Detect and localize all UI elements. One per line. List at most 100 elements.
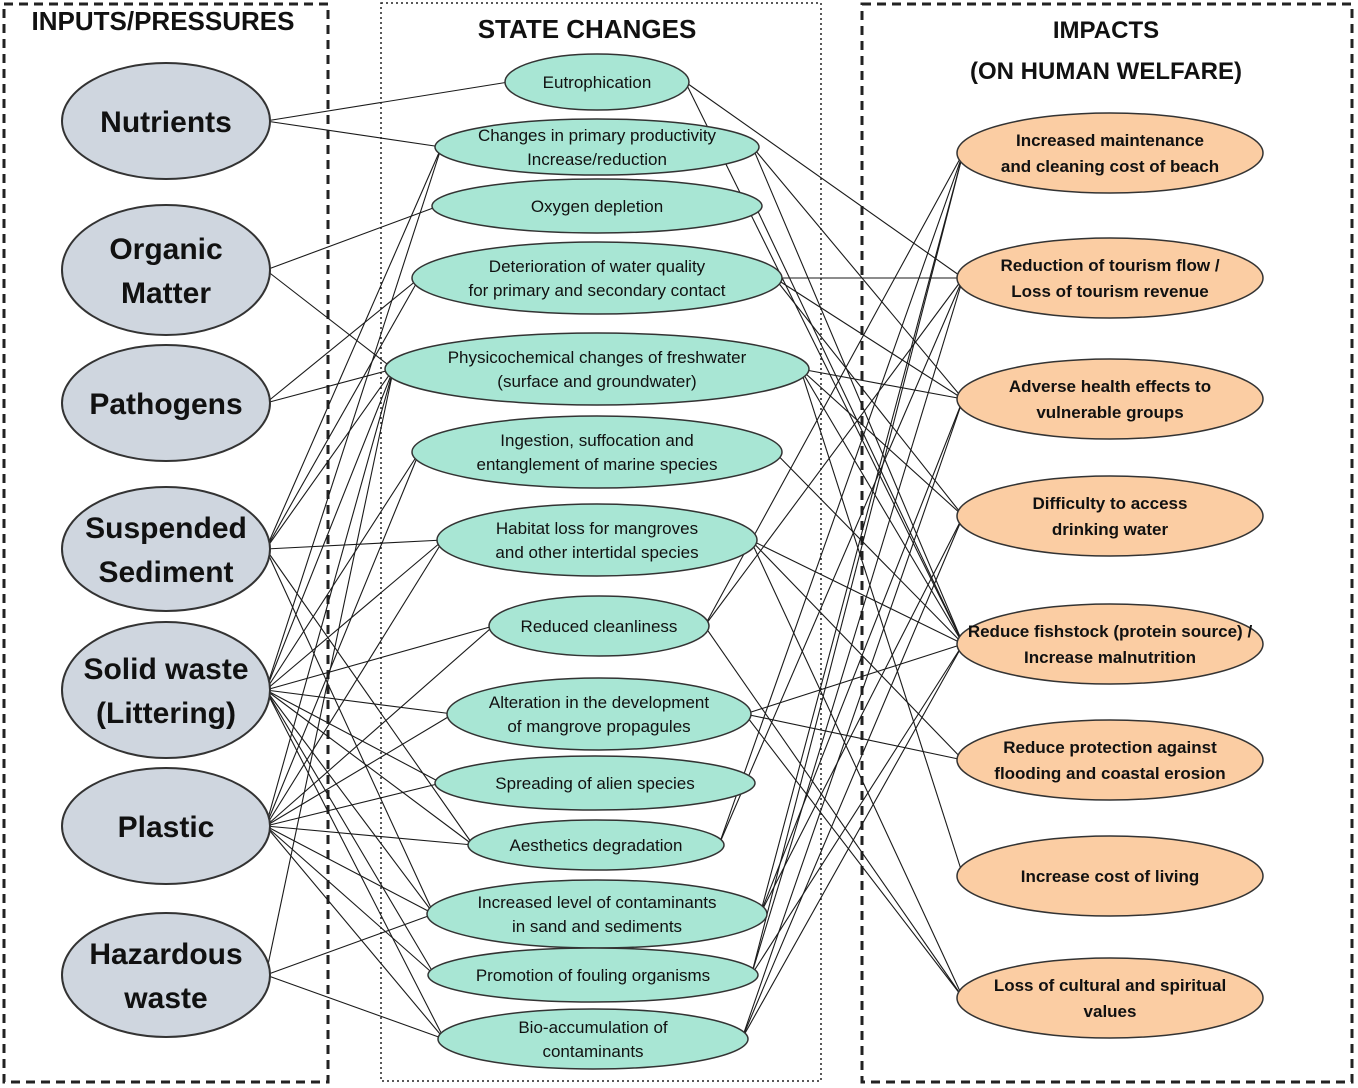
state-node-alien: Spreading of alien species xyxy=(434,755,756,811)
state-ellipse xyxy=(436,503,758,577)
state-node-primprod: Changes in primary productivityIncrease/… xyxy=(434,118,760,176)
state-label: Oxygen depletion xyxy=(531,197,663,216)
link-solid-to-bioacc xyxy=(265,689,445,1040)
impact-label: Increased maintenance xyxy=(1016,131,1204,150)
link-contam-to-health xyxy=(759,398,964,915)
link-plastic-to-propag xyxy=(265,713,454,827)
link-plastic-to-habitat xyxy=(265,539,444,827)
link-hazardous-to-bioacc xyxy=(265,974,445,1040)
link-plastic-to-fouling xyxy=(265,825,435,976)
impact-label: Loss of tourism revenue xyxy=(1011,282,1208,301)
impact-node-tourism: Reduction of tourism flow /Loss of touri… xyxy=(956,237,1264,319)
impacts-column-title: IMPACTS xyxy=(1053,17,1159,44)
link-solid-to-propag xyxy=(265,689,454,715)
state-label: Physicochemical changes of freshwater xyxy=(448,348,747,367)
impact-label: Reduce fishstock (protein source) / xyxy=(968,622,1253,641)
link-primprod-to-health xyxy=(752,146,964,400)
link-sediment-to-waterq xyxy=(265,277,420,550)
input-label: Matter xyxy=(121,277,211,310)
state-label: Reduced cleanliness xyxy=(521,617,678,636)
states-panel-frame xyxy=(380,2,822,1082)
link-nutrients-to-eutro xyxy=(265,81,509,122)
link-propag-to-fish xyxy=(744,643,964,715)
state-node-eutro: Eutrophication xyxy=(504,53,690,111)
state-ellipse xyxy=(446,677,752,751)
link-physchem-to-drink xyxy=(800,368,964,517)
link-propag-to-flood xyxy=(744,713,964,761)
link-fouling-to-tourism xyxy=(750,277,964,976)
state-label: Aesthetics degradation xyxy=(510,836,683,855)
input-ellipse xyxy=(61,204,271,336)
link-sediment-to-physchem xyxy=(265,368,394,550)
link-waterq-to-health xyxy=(774,277,964,400)
link-plastic-to-ingest xyxy=(265,451,420,827)
state-label: and other intertidal species xyxy=(495,543,698,562)
state-label: Changes in primary productivity xyxy=(478,126,717,145)
impact-node-cost: Increase cost of living xyxy=(956,835,1264,917)
input-label: Pathogens xyxy=(89,388,242,421)
impact-label: values xyxy=(1084,1002,1137,1021)
input-label: (Littering) xyxy=(96,697,236,730)
link-sediment-to-habitat xyxy=(265,539,444,550)
link-physchem-to-fish xyxy=(800,368,964,645)
impact-label: Increase malnutrition xyxy=(1024,648,1196,667)
impact-ellipse xyxy=(956,603,1264,685)
link-organic-to-oxygen xyxy=(265,205,439,271)
input-label: Hazardous xyxy=(89,938,242,971)
link-solid-to-physchem xyxy=(265,368,394,691)
impact-label: Increase cost of living xyxy=(1021,867,1200,886)
link-solid-to-alien xyxy=(265,689,442,784)
impacts-column-subtitle: (ON HUMAN WELFARE) xyxy=(970,58,1242,85)
state-node-physchem: Physicochemical changes of freshwater(su… xyxy=(384,332,810,406)
input-node-solid: Solid waste(Littering) xyxy=(61,621,271,759)
state-label: Promotion of fouling organisms xyxy=(476,966,710,985)
state-node-oxygen: Oxygen depletion xyxy=(431,178,763,234)
input-ellipse xyxy=(61,621,271,759)
link-physchem-to-cost xyxy=(799,368,964,877)
state-ellipse xyxy=(426,879,768,949)
link-nutrients-to-primprod xyxy=(265,120,442,148)
state-label: Habitat loss for mangroves xyxy=(496,519,698,538)
state-ellipse xyxy=(434,755,756,811)
state-ellipse xyxy=(504,53,690,111)
link-solid-to-contam xyxy=(265,689,435,915)
state-label: Increase/reduction xyxy=(527,150,667,169)
link-clean-to-culture xyxy=(704,625,964,999)
state-label: Alteration in the development xyxy=(489,693,709,712)
input-ellipse xyxy=(61,767,271,885)
state-node-aesth: Aesthetics degradation xyxy=(467,819,725,871)
link-clean-to-tourism xyxy=(704,277,964,627)
inputs-layer: NutrientsOrganicMatterPathogensSuspended… xyxy=(61,62,271,1038)
link-plastic-to-aesth xyxy=(265,825,474,846)
impact-label: Adverse health effects to xyxy=(1009,377,1211,396)
state-label: of mangrove propagules xyxy=(507,717,690,736)
input-ellipse xyxy=(61,62,271,180)
impact-ellipse xyxy=(956,112,1264,194)
link-sediment-to-aesth xyxy=(265,548,474,846)
link-sediment-to-contam xyxy=(265,548,435,915)
input-label: Suspended xyxy=(85,512,247,545)
link-hazardous-to-physchem xyxy=(265,368,395,976)
impact-label: drinking water xyxy=(1052,520,1169,539)
input-label: Organic xyxy=(109,233,222,266)
impact-label: Reduce protection against xyxy=(1003,738,1217,757)
state-label: Increased level of contaminants xyxy=(477,893,716,912)
input-ellipse xyxy=(61,344,271,462)
impact-label: Difficulty to access xyxy=(1033,494,1188,513)
state-ellipse xyxy=(431,178,763,234)
state-ellipse xyxy=(411,241,783,315)
inputs-column-title: INPUTS/PRESSURES xyxy=(32,6,295,36)
state-node-habitat: Habitat loss for mangroves and other inte… xyxy=(436,503,758,577)
state-label: Ingestion, suffocation and xyxy=(500,431,693,450)
state-label: Eutrophication xyxy=(543,73,652,92)
link-solid-to-aesth xyxy=(265,689,474,846)
inputs-panel-frame xyxy=(2,2,330,1084)
